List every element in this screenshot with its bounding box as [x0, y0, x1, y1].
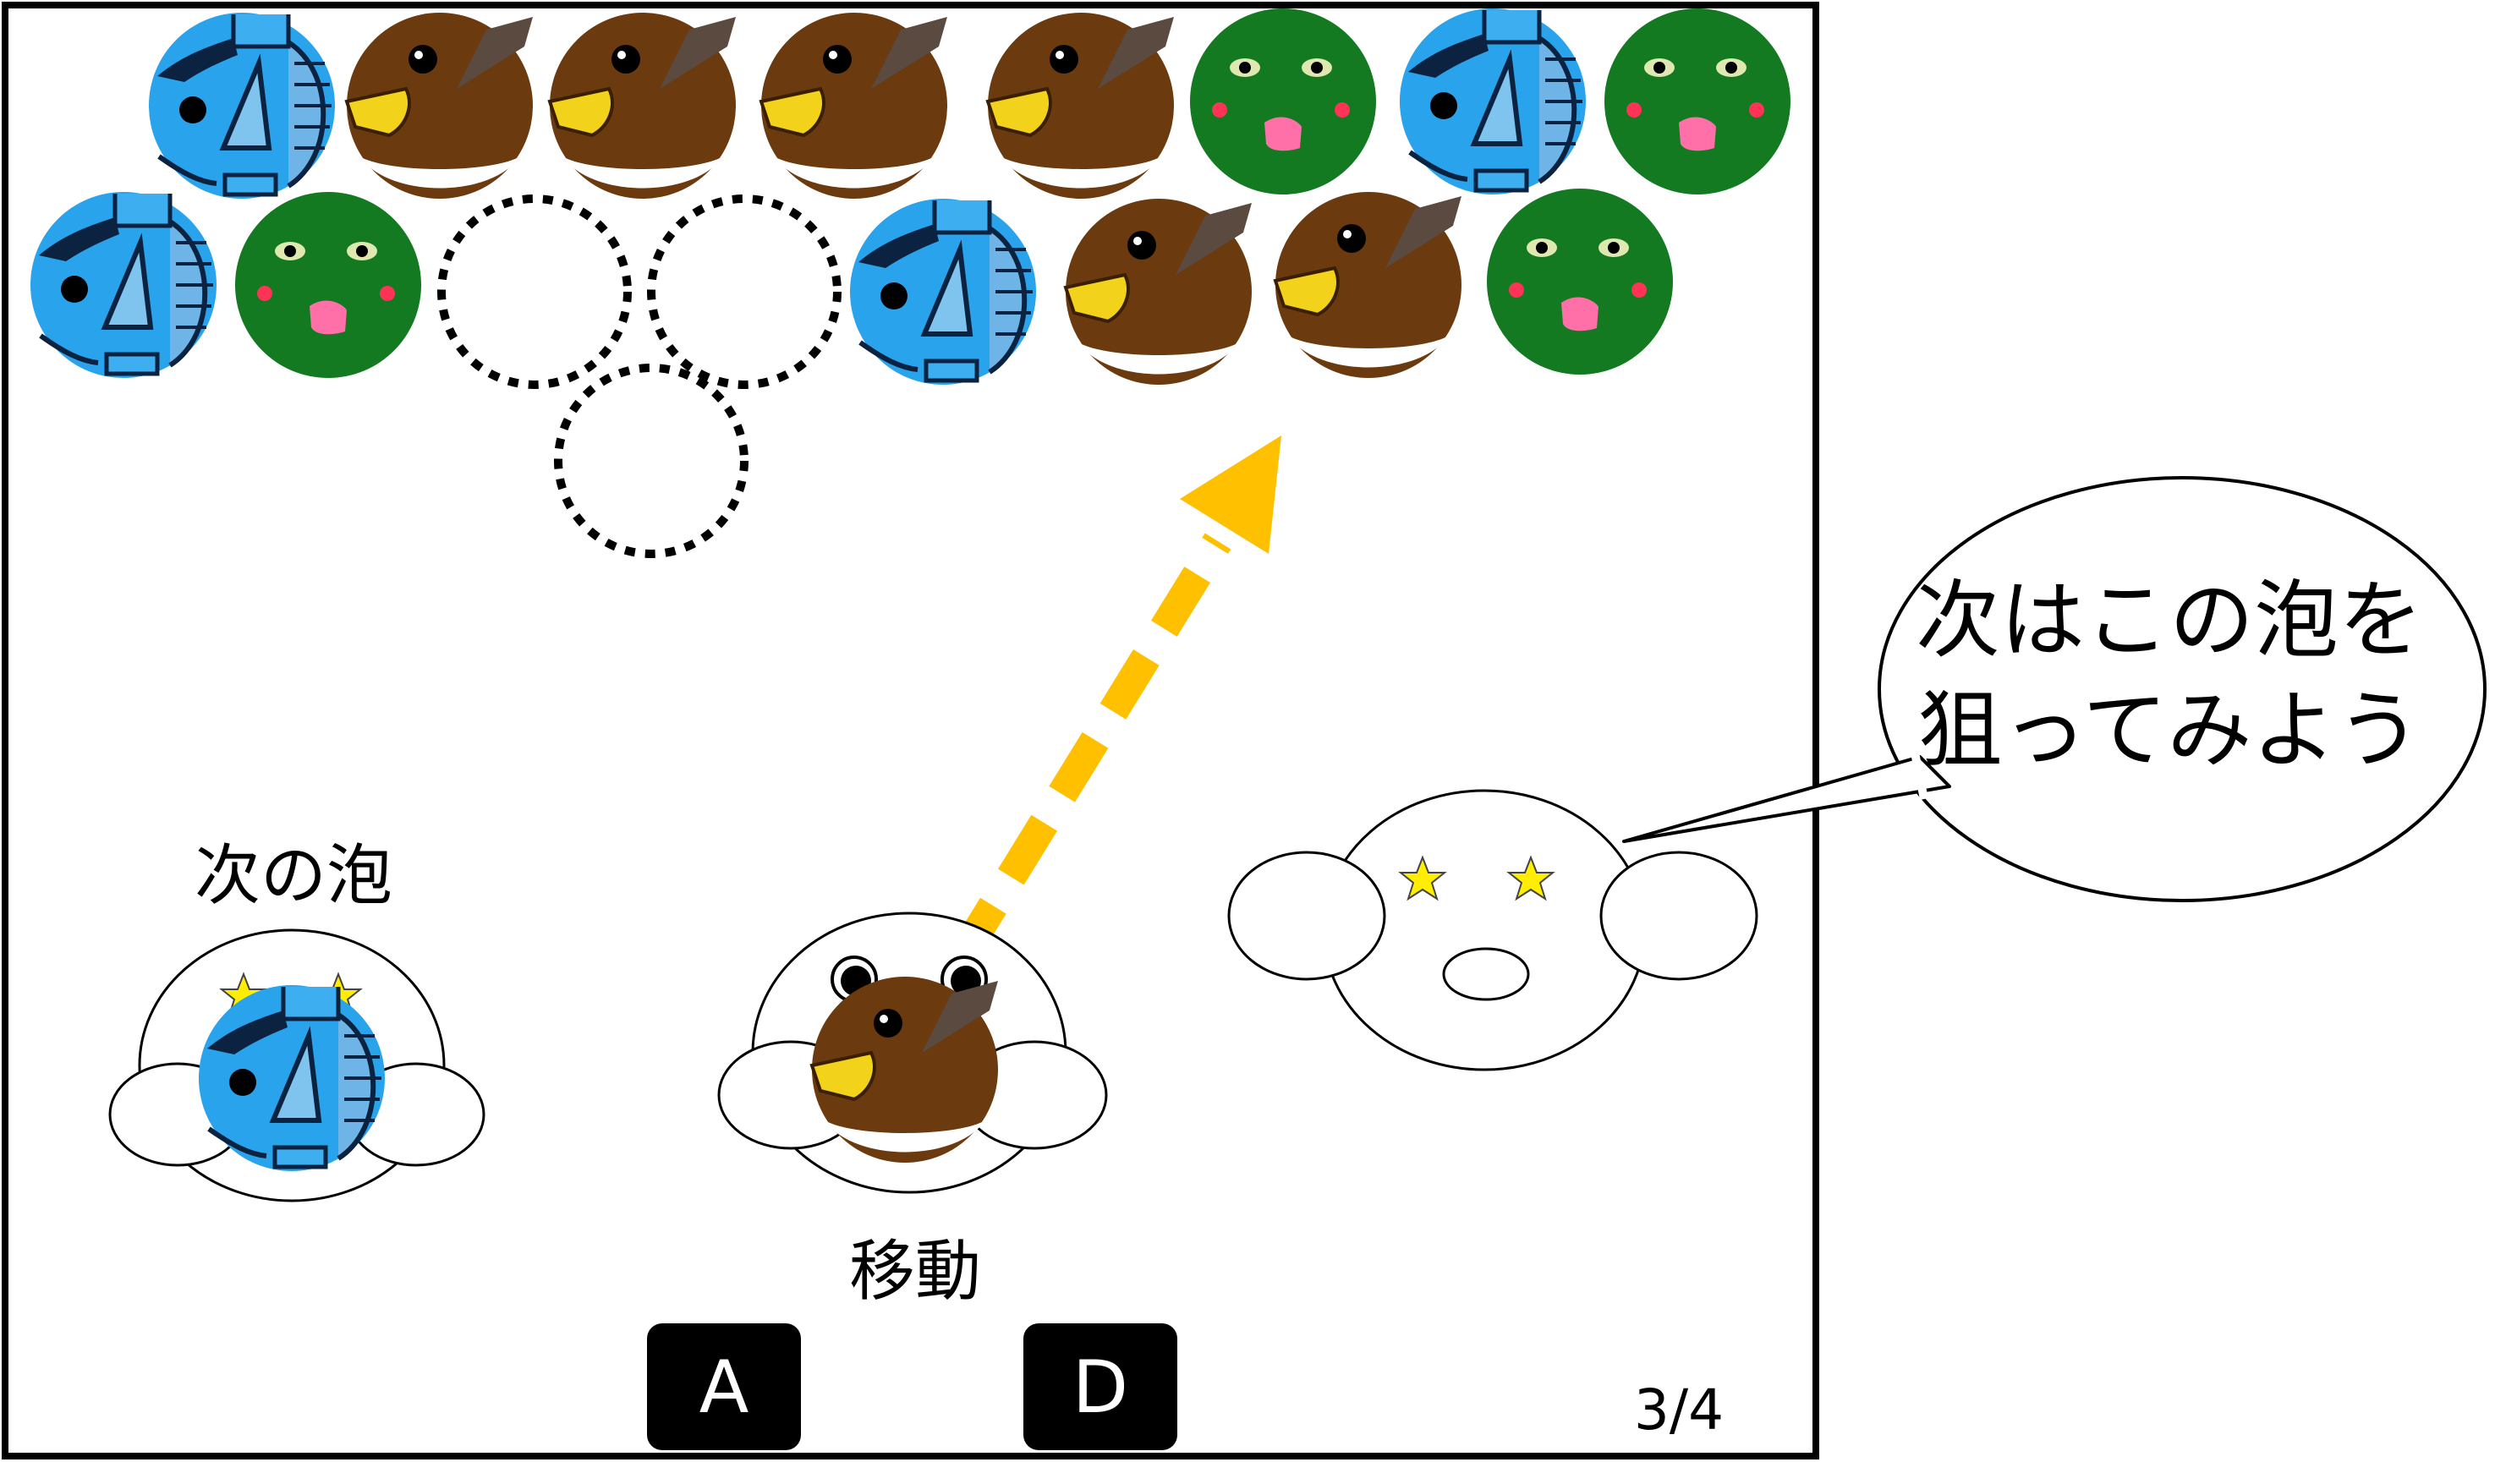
bubble-brown-bird	[1064, 197, 1253, 386]
bubble-brown-bird	[345, 11, 535, 200]
bubble-green-face	[1487, 189, 1673, 375]
speech-bubble-line-2: 狙ってみよう	[1918, 681, 2421, 780]
bubble-green-face	[235, 192, 421, 378]
bubble-launcher	[717, 912, 1108, 1194]
next-bubble-label: 次の泡	[195, 838, 392, 914]
bubble-blue-fish	[149, 13, 335, 199]
move-label: 移動	[849, 1234, 981, 1310]
empty-bubble-slot	[437, 194, 632, 389]
current-bubble-brown-bird	[810, 975, 1000, 1164]
bubble-blue-fish	[1400, 8, 1586, 194]
empty-bubble-slot	[554, 364, 748, 558]
bubble-brown-bird	[1274, 190, 1463, 380]
aim-arrow-shaft	[946, 533, 1231, 968]
bubble-green-face	[1190, 8, 1376, 194]
bubble-green-face	[1604, 8, 1790, 194]
next-bubble-blue-fish	[199, 985, 385, 1171]
page-indicator: 3/4	[1634, 1377, 1724, 1443]
key-d-button[interactable]: D	[1023, 1323, 1177, 1450]
speech-bubble-line-1: 次はこの泡を	[1916, 571, 2423, 670]
speech-bubble: 次はこの泡を 狙ってみよう	[1622, 476, 2487, 902]
bubble-brown-bird	[759, 11, 949, 200]
aim-arrow-head	[1180, 435, 1281, 554]
key-a-label: A	[699, 1345, 749, 1430]
guide-mouth	[1442, 947, 1530, 1001]
bubble-blue-fish	[30, 192, 217, 378]
bubble-brown-bird	[986, 11, 1176, 200]
bubble-blue-fish	[850, 199, 1036, 385]
guide-character	[1227, 789, 1758, 1071]
empty-bubble-slot	[647, 194, 842, 389]
key-d-label: D	[1072, 1345, 1128, 1430]
key-a-button[interactable]: A	[647, 1323, 801, 1450]
game-frame	[2, 2, 1819, 1459]
bubble-brown-bird	[548, 11, 738, 200]
next-bubble-holder	[108, 928, 485, 1202]
